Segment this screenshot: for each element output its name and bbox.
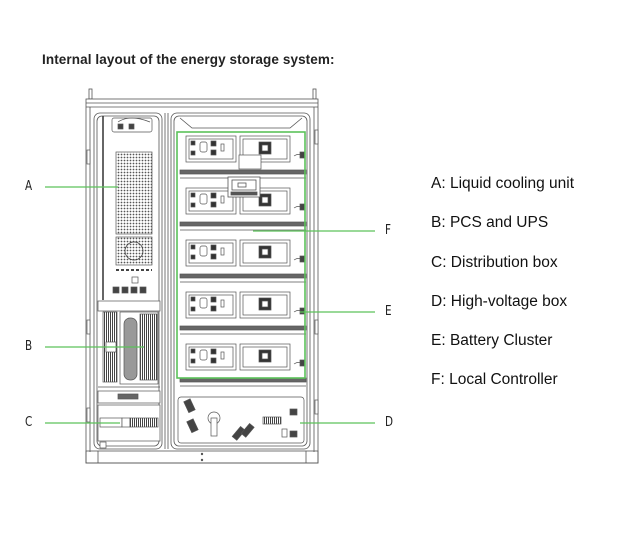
distribution-box (97, 390, 161, 449)
battery-module (179, 291, 307, 335)
local-controller (227, 176, 261, 198)
right-compartment (170, 112, 311, 450)
callout-c: C (25, 415, 33, 430)
legend-item-e: E: Battery Cluster (431, 332, 553, 349)
battery-module (179, 239, 307, 283)
pcs-ups-unit (97, 300, 161, 388)
leader-lines (45, 186, 375, 424)
callout-f: F (385, 223, 391, 238)
legend-item-f: F: Local Controller (431, 371, 558, 388)
callout-b: B (25, 339, 33, 354)
door-hinges (86, 129, 319, 423)
legend-item-d: D: High-voltage box (431, 293, 568, 310)
callout-e: E (385, 304, 392, 319)
callout-a: A (25, 179, 33, 194)
lifting-eye-right (312, 88, 317, 100)
battery-module (179, 135, 307, 179)
liquid-cooling-unit (111, 117, 153, 294)
battery-module (179, 343, 307, 387)
high-voltage-box (177, 396, 305, 444)
left-compartment (93, 112, 169, 450)
junction-box (238, 154, 262, 170)
battery-cluster (176, 131, 307, 387)
battery-cluster-outline (176, 131, 306, 379)
legend-item-c: C: Distribution box (431, 254, 558, 271)
diagram-title: Internal layout of the energy storage sy… (42, 52, 335, 67)
lifting-eye-left (88, 88, 93, 100)
legend-item-a: A: Liquid cooling unit (431, 175, 575, 192)
callout-d: D (385, 415, 394, 430)
legend-item-b: B: PCS and UPS (431, 214, 549, 231)
